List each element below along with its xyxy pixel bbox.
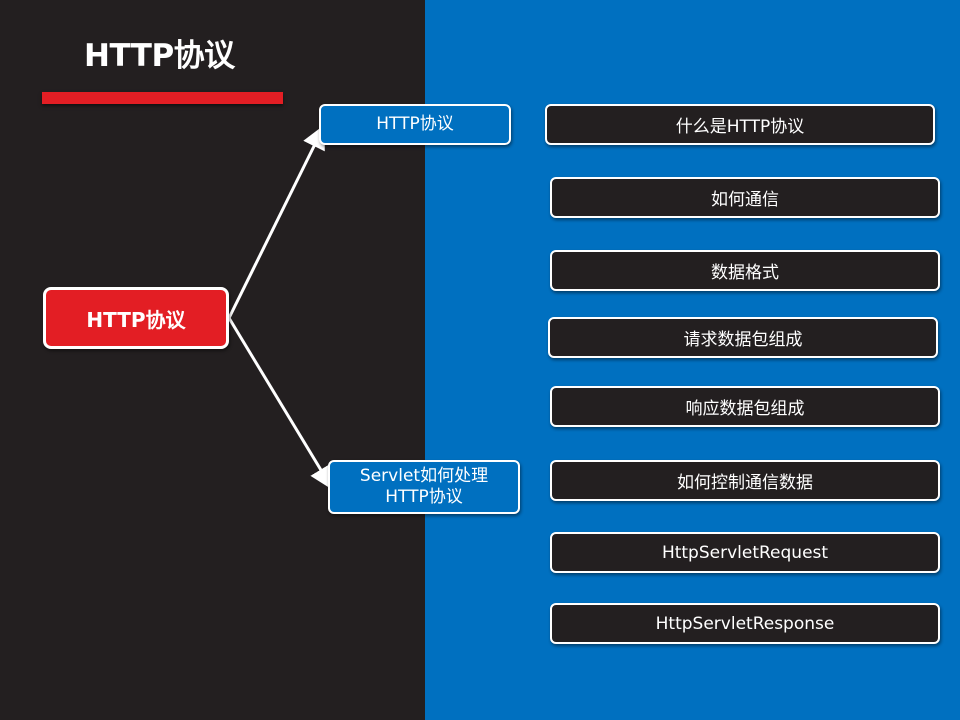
branch-label-line: Servlet如何处理 — [359, 466, 489, 486]
topic-request-packet: 请求数据包组成 — [548, 317, 938, 358]
title-underline-bar — [42, 92, 283, 104]
branch-label-line: HTTP协议 — [376, 114, 454, 134]
branch-node-servlet-handling: Servlet如何处理 HTTP协议 — [328, 460, 520, 514]
topic-how-to-communicate: 如何通信 — [550, 177, 940, 218]
topic-response-packet: 响应数据包组成 — [550, 386, 940, 427]
topic-control-communication-data: 如何控制通信数据 — [550, 460, 940, 501]
topic-http-servlet-request: HttpServletRequest — [550, 532, 940, 573]
topic-what-is-http: 什么是HTTP协议 — [545, 104, 935, 145]
topic-data-format: 数据格式 — [550, 250, 940, 291]
slide-title: HTTP协议 — [84, 38, 235, 74]
topic-http-servlet-response: HttpServletResponse — [550, 603, 940, 644]
branch-node-http-protocol: HTTP协议 — [319, 104, 511, 145]
connector-to-servlet-handling — [227, 317, 334, 491]
mindmap-root-node: HTTP协议 — [43, 287, 229, 349]
connector-to-http-protocol — [227, 124, 325, 319]
branch-label-line: HTTP协议 — [385, 487, 463, 507]
